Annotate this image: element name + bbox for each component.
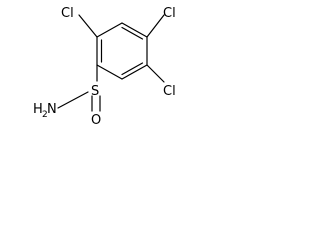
ring-bond-c5-c6: [96, 64, 123, 80]
chemical-structure: Cl Cl Cl S O H 2 N: [33, 6, 176, 128]
oxygen-label-bottom: O: [91, 113, 101, 128]
bond-c3-cl: [146, 14, 165, 38]
amine-n-label: N: [47, 102, 57, 117]
ring-double-bond-inner-bottom: [121, 62, 144, 76]
ring-bond-c1-c2: [96, 22, 123, 38]
chlorine-label-top-left: Cl: [61, 6, 74, 21]
bond-c1-cl: [78, 14, 98, 38]
sulfur-label: S: [91, 84, 99, 99]
chlorine-label-top-right: Cl: [163, 6, 176, 21]
amine-h-label: H: [33, 102, 43, 117]
ring-bond-c4-c5: [121, 64, 148, 80]
bond-s-n: [57, 91, 89, 109]
amine-subscript-label: 2: [42, 110, 48, 120]
ring-bond-c2-c3: [121, 22, 148, 38]
ring-double-bond-inner-top: [121, 26, 144, 40]
chlorine-label-right: Cl: [163, 84, 176, 99]
bond-c4-cl: [146, 64, 165, 83]
